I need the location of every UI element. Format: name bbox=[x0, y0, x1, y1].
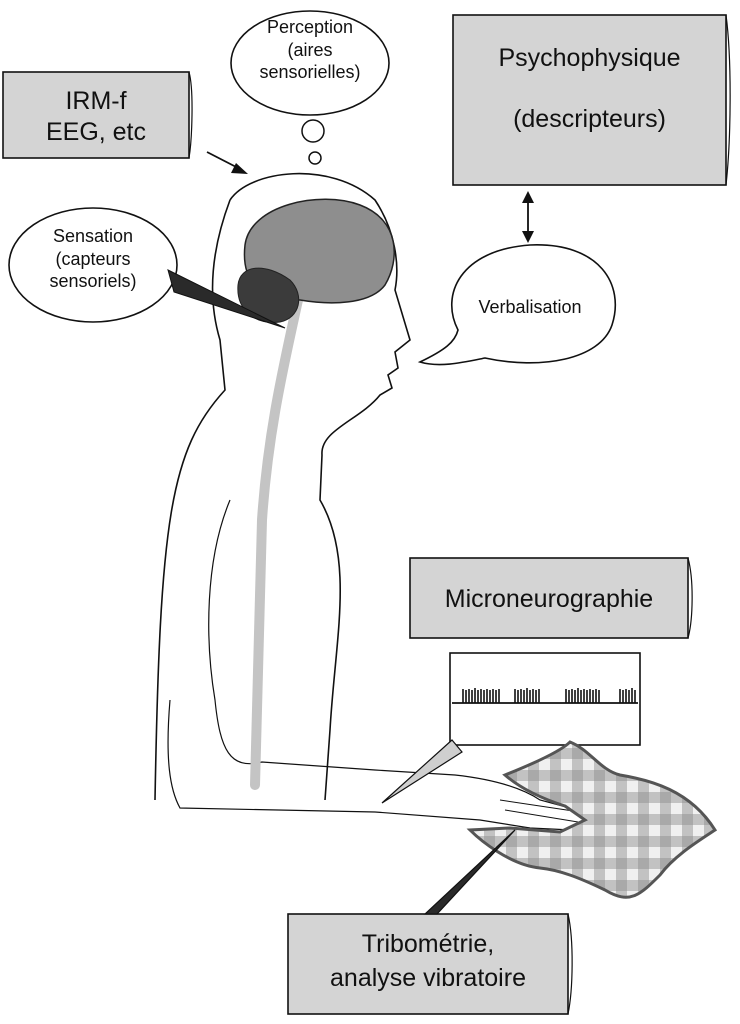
microneurography-label: Microneurographie bbox=[444, 585, 654, 613]
tribometry-line2: analyse vibratoire bbox=[330, 963, 526, 992]
verbalisation-bubble bbox=[417, 244, 617, 366]
sensation-bubble bbox=[8, 207, 178, 323]
imaging-box-text: IRM-f EEG, etc bbox=[3, 86, 189, 149]
imaging-arrowhead bbox=[231, 163, 248, 174]
perception-bubble bbox=[230, 10, 390, 116]
arm-outline bbox=[167, 499, 586, 831]
microneurography-box bbox=[409, 557, 693, 639]
electrode-needle bbox=[381, 739, 463, 804]
arrowhead-up bbox=[522, 191, 534, 203]
imaging-line2: EEG, etc bbox=[45, 118, 147, 147]
tribometry-box bbox=[287, 913, 573, 1015]
hand-fingers bbox=[499, 799, 581, 823]
spinal-cord bbox=[250, 295, 303, 790]
spike-trains bbox=[462, 688, 636, 703]
tribometry-pointer bbox=[423, 829, 516, 915]
arrowhead-down bbox=[522, 231, 534, 243]
thought-dot-large bbox=[301, 119, 325, 143]
sensation-line2: (capteurs bbox=[55, 248, 131, 269]
verbalisation-label: Verbalisation bbox=[478, 297, 582, 317]
perception-line3: sensorielles) bbox=[259, 62, 361, 82]
psychophysics-box-text: Psychophysique (descripteurs) bbox=[453, 43, 726, 136]
microneurography-box-text: Microneurographie bbox=[410, 584, 688, 615]
verbalisation-text: Verbalisation bbox=[450, 296, 610, 319]
tribometry-box-text: Tribométrie, analyse vibratoire bbox=[288, 928, 568, 996]
psychophysics-line2: (descripteurs) bbox=[513, 105, 666, 134]
imaging-line1: IRM-f bbox=[65, 87, 127, 115]
perception-line2: (aires bbox=[287, 39, 333, 60]
thought-dot-small bbox=[308, 151, 322, 165]
sensation-pointer bbox=[167, 269, 286, 329]
psychophysics-line1: Psychophysique bbox=[498, 44, 681, 72]
sensation-line1: Sensation bbox=[52, 226, 134, 246]
perception-line1: Perception bbox=[266, 17, 354, 37]
imaging-box bbox=[2, 71, 193, 159]
sensation-text: Sensation (capteurs sensoriels) bbox=[9, 225, 177, 293]
tribometry-line1: Tribométrie, bbox=[361, 930, 495, 958]
fabric-sample bbox=[466, 740, 718, 899]
psychophysics-box bbox=[452, 14, 731, 186]
perception-text: Perception (aires sensorielles) bbox=[231, 16, 389, 84]
body-outline bbox=[154, 172, 411, 801]
sensation-line3: sensoriels) bbox=[49, 271, 137, 291]
